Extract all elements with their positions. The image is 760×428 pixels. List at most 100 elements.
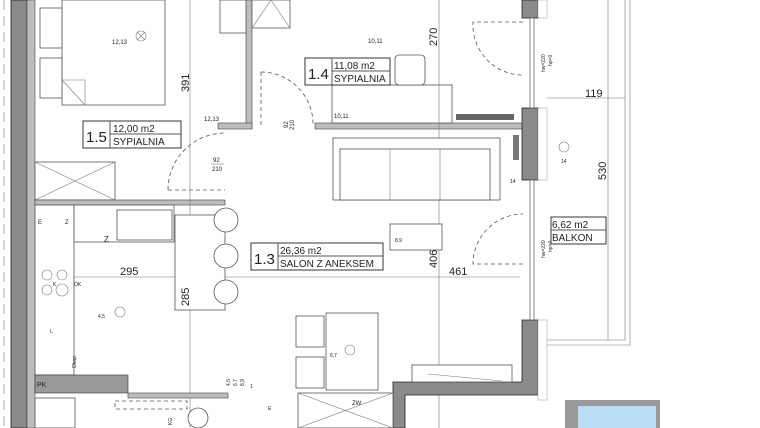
fixture-label: K <box>53 282 57 288</box>
fixture-label: 12,13 <box>204 117 220 123</box>
room-name: SYPIALNIA <box>334 74 386 85</box>
left-margin <box>0 0 5 428</box>
shelf <box>411 364 513 383</box>
exterior-wall-right <box>521 107 539 181</box>
room-number: 1.4 <box>308 66 329 83</box>
bathroom-hall: KG 6,7 4,5 8,9 ZW <box>34 379 660 428</box>
radiator <box>456 114 514 120</box>
wardrobe-small <box>219 0 247 34</box>
room-label-1-4: 1.4 11,08 m2 SYPIALNIA <box>304 57 391 86</box>
dimension-119: 119 <box>585 88 603 100</box>
room-name: BALKON <box>552 233 593 244</box>
room-label-balkon: 6,62 m2 BALKON <box>550 216 607 245</box>
installation-shaft <box>34 374 129 394</box>
wall <box>314 122 524 130</box>
exterior-wall-left <box>10 0 28 428</box>
insulation <box>537 319 548 401</box>
window-label: hw=220 <box>541 54 547 72</box>
room-name: SALON Z ANEKSEM <box>280 259 374 270</box>
window-label: hp=0 <box>548 55 554 66</box>
door-bedroom-1-4[interactable] <box>260 71 314 125</box>
fixture-label: 14 <box>510 179 516 185</box>
stove-burner-icon <box>41 284 53 296</box>
fixture-label: ZW <box>352 401 362 407</box>
ceiling-light-icon <box>344 344 356 356</box>
balcony-door-window[interactable] <box>529 179 535 321</box>
glass-panel <box>578 406 656 428</box>
balcony-door-window[interactable] <box>529 17 535 109</box>
room-area: 26,36 m2 <box>280 246 322 257</box>
stove-burner-icon <box>55 283 69 297</box>
fixture-label: Okap <box>72 356 78 368</box>
room-area: 6,62 m2 <box>552 220 589 231</box>
insulation <box>537 0 548 19</box>
door-width: 92 <box>213 158 220 164</box>
dimension-461: 461 <box>449 266 467 278</box>
chair <box>295 356 325 389</box>
fixture-label: 4,5 <box>226 379 232 386</box>
window-label: hp=0 <box>548 241 554 252</box>
wall <box>34 199 226 206</box>
room-label-1-5: 1.5 12,00 m2 SYPIALNIA <box>82 120 182 149</box>
dining-table <box>325 312 379 391</box>
exterior-wall-left-inner <box>26 0 36 428</box>
sink <box>116 209 173 241</box>
fixture-label: E <box>268 406 272 412</box>
room-name: SYPIALNIA <box>113 137 165 148</box>
room-number: 1.3 <box>254 251 275 268</box>
dimension-295: 295 <box>120 266 138 278</box>
stove-burner-icon <box>56 269 68 281</box>
kitchen-counter <box>34 204 75 376</box>
wall <box>217 122 253 130</box>
living-room: 8,9 406 6,7 1 E <box>250 135 519 412</box>
room-label-1-3: 1.3 26,36 m2 SALON Z ANEKSEM <box>250 242 384 271</box>
insulation <box>537 107 548 181</box>
dimension-530: 530 <box>597 162 609 180</box>
fixture-label: Z <box>65 220 69 226</box>
fixture-label: 12,13 <box>112 40 128 46</box>
balcony-door-swing <box>472 213 524 265</box>
bed <box>61 0 166 106</box>
fixture-label: Z <box>104 235 109 244</box>
fixture-label: 1 <box>250 384 253 390</box>
fixture-label: 4,5 <box>98 314 105 320</box>
fixture-label: 14 <box>561 159 567 165</box>
room-area: 12,00 m2 <box>113 124 155 135</box>
stool <box>213 279 239 305</box>
room-number: 1.5 <box>86 129 107 146</box>
fixture-label: 6,7 <box>233 379 239 386</box>
balcony-door-swing <box>472 21 524 76</box>
dimension-391: 391 <box>180 74 192 92</box>
radiator <box>513 135 519 160</box>
bedroom-1-5: 12,13 12,13 <box>34 0 220 201</box>
dimension-406: 406 <box>428 250 440 268</box>
stool <box>213 207 239 233</box>
door-height: 210 <box>212 167 223 173</box>
chair <box>295 315 325 348</box>
fixture-label: 8,9 <box>395 238 402 244</box>
electric-panel-icon <box>187 407 209 428</box>
kitchen: E Z Z K OK L Okap 4,5 285 PK <box>34 204 239 399</box>
fixture-label: E <box>38 220 42 226</box>
chair <box>394 54 426 86</box>
washbasin <box>34 397 76 428</box>
nightstand <box>39 7 63 49</box>
door-bedroom-1-5[interactable] <box>167 132 226 191</box>
door-height: 210 <box>290 119 296 130</box>
ceiling-light-icon <box>135 30 147 42</box>
exterior-wall-right <box>521 0 539 19</box>
bedroom-1-4: 270 10,11 10,11 <box>331 0 514 428</box>
door-width: 92 <box>284 121 290 128</box>
fixture-label: 10,11 <box>334 114 349 120</box>
dimension-285: 285 <box>180 288 192 306</box>
fixture-label: KG <box>168 418 174 425</box>
dimension-270: 270 <box>428 28 440 46</box>
fixture-label: 8,9 <box>240 379 246 386</box>
pillow <box>39 57 63 99</box>
room-area: 11,08 m2 <box>334 61 375 72</box>
fixture-label: OK <box>74 282 82 288</box>
coffee-table <box>389 223 443 251</box>
fixture-label: L <box>50 329 53 335</box>
fixture-label: 10,11 <box>368 39 383 45</box>
